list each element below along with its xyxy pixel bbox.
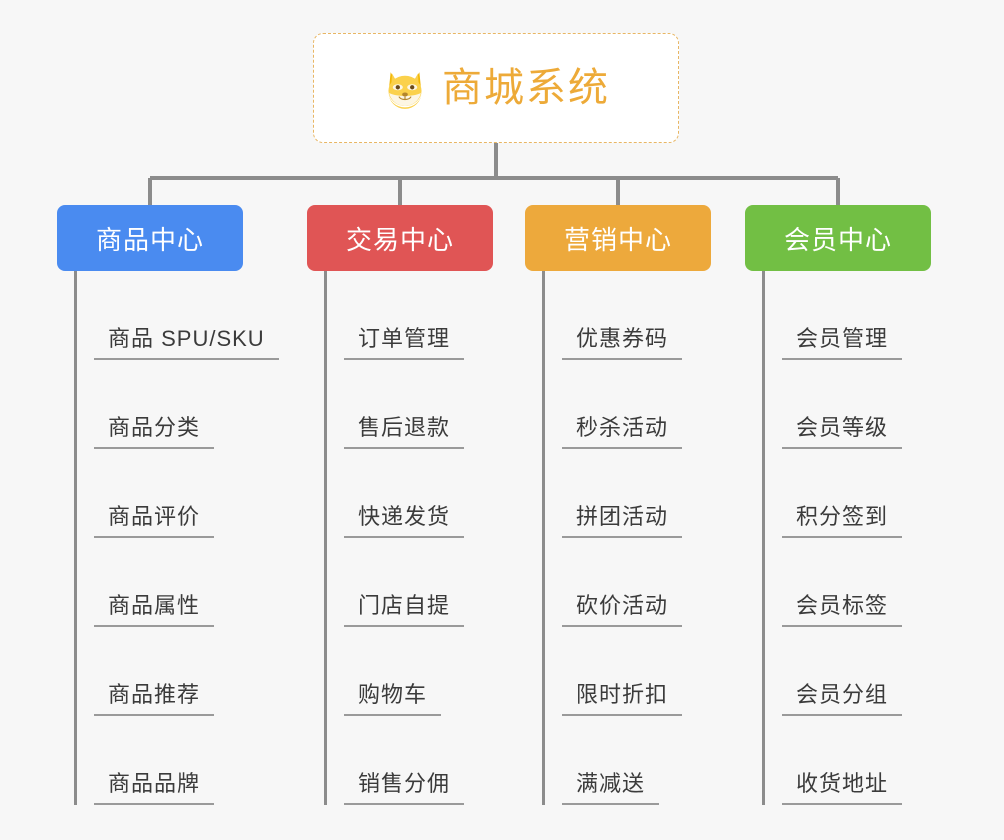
leaf-item[interactable]: 门店自提 [344,538,527,627]
leaf-item[interactable]: 商品分类 [94,360,277,449]
leaf-list-3: 会员管理 会员等级 积分签到 会员标签 会员分组 收货地址 [762,271,965,805]
leaf-label: 购物车 [344,682,442,716]
leaf-list-1: 订单管理 售后退款 快递发货 门店自提 购物车 销售分佣 [324,271,527,805]
leaf-list-0: 商品 SPU/SKU 商品分类 商品评价 商品属性 商品推荐 商品品牌 [74,271,279,805]
leaf-label: 商品品牌 [94,771,215,805]
branch-column: 会员中心 会员管理 会员等级 积分签到 会员标签 会员分组 收货地址 [745,205,965,805]
leaf-list-2: 优惠券码 秒杀活动 拼团活动 砍价活动 限时折扣 满减送 [542,271,745,805]
leaf-item[interactable]: 购物车 [344,627,527,716]
leaf-item[interactable]: 会员分组 [782,627,965,716]
leaf-label: 满减送 [562,771,660,805]
leaf-item[interactable]: 商品品牌 [94,716,277,805]
category-box-1[interactable]: 交易中心 [307,205,493,271]
leaf-label: 订单管理 [344,326,465,360]
leaf-item[interactable]: 拼团活动 [562,449,745,538]
leaf-label: 砍价活动 [562,593,683,627]
category-label: 营销中心 [563,224,672,255]
leaf-label: 商品分类 [94,415,215,449]
leaf-item[interactable]: 优惠券码 [562,271,745,360]
leaf-item[interactable]: 收货地址 [782,716,965,805]
leaf-item[interactable]: 会员标签 [782,538,965,627]
branch-column: 商品中心 商品 SPU/SKU 商品分类 商品评价 商品属性 商品推荐 商品品牌 [57,205,279,805]
leaf-label: 限时折扣 [562,682,683,716]
leaf-label: 快递发货 [344,504,465,538]
category-box-2[interactable]: 营销中心 [525,205,711,271]
leaf-label: 会员管理 [782,326,903,360]
leaf-item[interactable]: 订单管理 [344,271,527,360]
leaf-label: 会员分组 [782,682,903,716]
leaf-label: 会员标签 [782,593,903,627]
shiba-dog-face-icon [382,65,428,111]
leaf-label: 商品评价 [94,504,215,538]
branch-column: 营销中心 优惠券码 秒杀活动 拼团活动 砍价活动 限时折扣 满减送 [525,205,745,805]
leaf-label: 优惠券码 [562,326,683,360]
leaf-label: 售后退款 [344,415,465,449]
leaf-label: 收货地址 [782,771,903,805]
leaf-label: 积分签到 [782,504,903,538]
leaf-item[interactable]: 满减送 [562,716,745,805]
root-node[interactable]: 商城系统 [313,33,679,143]
leaf-item[interactable]: 会员等级 [782,360,965,449]
leaf-item[interactable]: 会员管理 [782,271,965,360]
leaf-item[interactable]: 限时折扣 [562,627,745,716]
category-label: 商品中心 [95,224,204,255]
leaf-label: 会员等级 [782,415,903,449]
leaf-item[interactable]: 快递发货 [344,449,527,538]
leaf-label: 拼团活动 [562,504,683,538]
category-label: 会员中心 [783,224,892,255]
leaf-label: 商品属性 [94,593,215,627]
branch-column: 交易中心 订单管理 售后退款 快递发货 门店自提 购物车 销售分佣 [307,205,527,805]
root-title: 商城系统 [442,66,610,110]
leaf-label: 销售分佣 [344,771,465,805]
category-box-3[interactable]: 会员中心 [745,205,931,271]
leaf-label: 门店自提 [344,593,465,627]
leaf-item[interactable]: 商品评价 [94,449,277,538]
category-box-0[interactable]: 商品中心 [57,205,243,271]
leaf-label: 秒杀活动 [562,415,683,449]
leaf-label: 商品 SPU/SKU [94,326,279,360]
leaf-item[interactable]: 商品 SPU/SKU [94,271,279,360]
leaf-item[interactable]: 砍价活动 [562,538,745,627]
leaf-item[interactable]: 秒杀活动 [562,360,745,449]
leaf-item[interactable]: 积分签到 [782,449,965,538]
category-label: 交易中心 [345,224,454,255]
leaf-item[interactable]: 商品推荐 [94,627,277,716]
leaf-item[interactable]: 销售分佣 [344,716,527,805]
leaf-label: 商品推荐 [94,682,215,716]
leaf-item[interactable]: 售后退款 [344,360,527,449]
leaf-item[interactable]: 商品属性 [94,538,277,627]
